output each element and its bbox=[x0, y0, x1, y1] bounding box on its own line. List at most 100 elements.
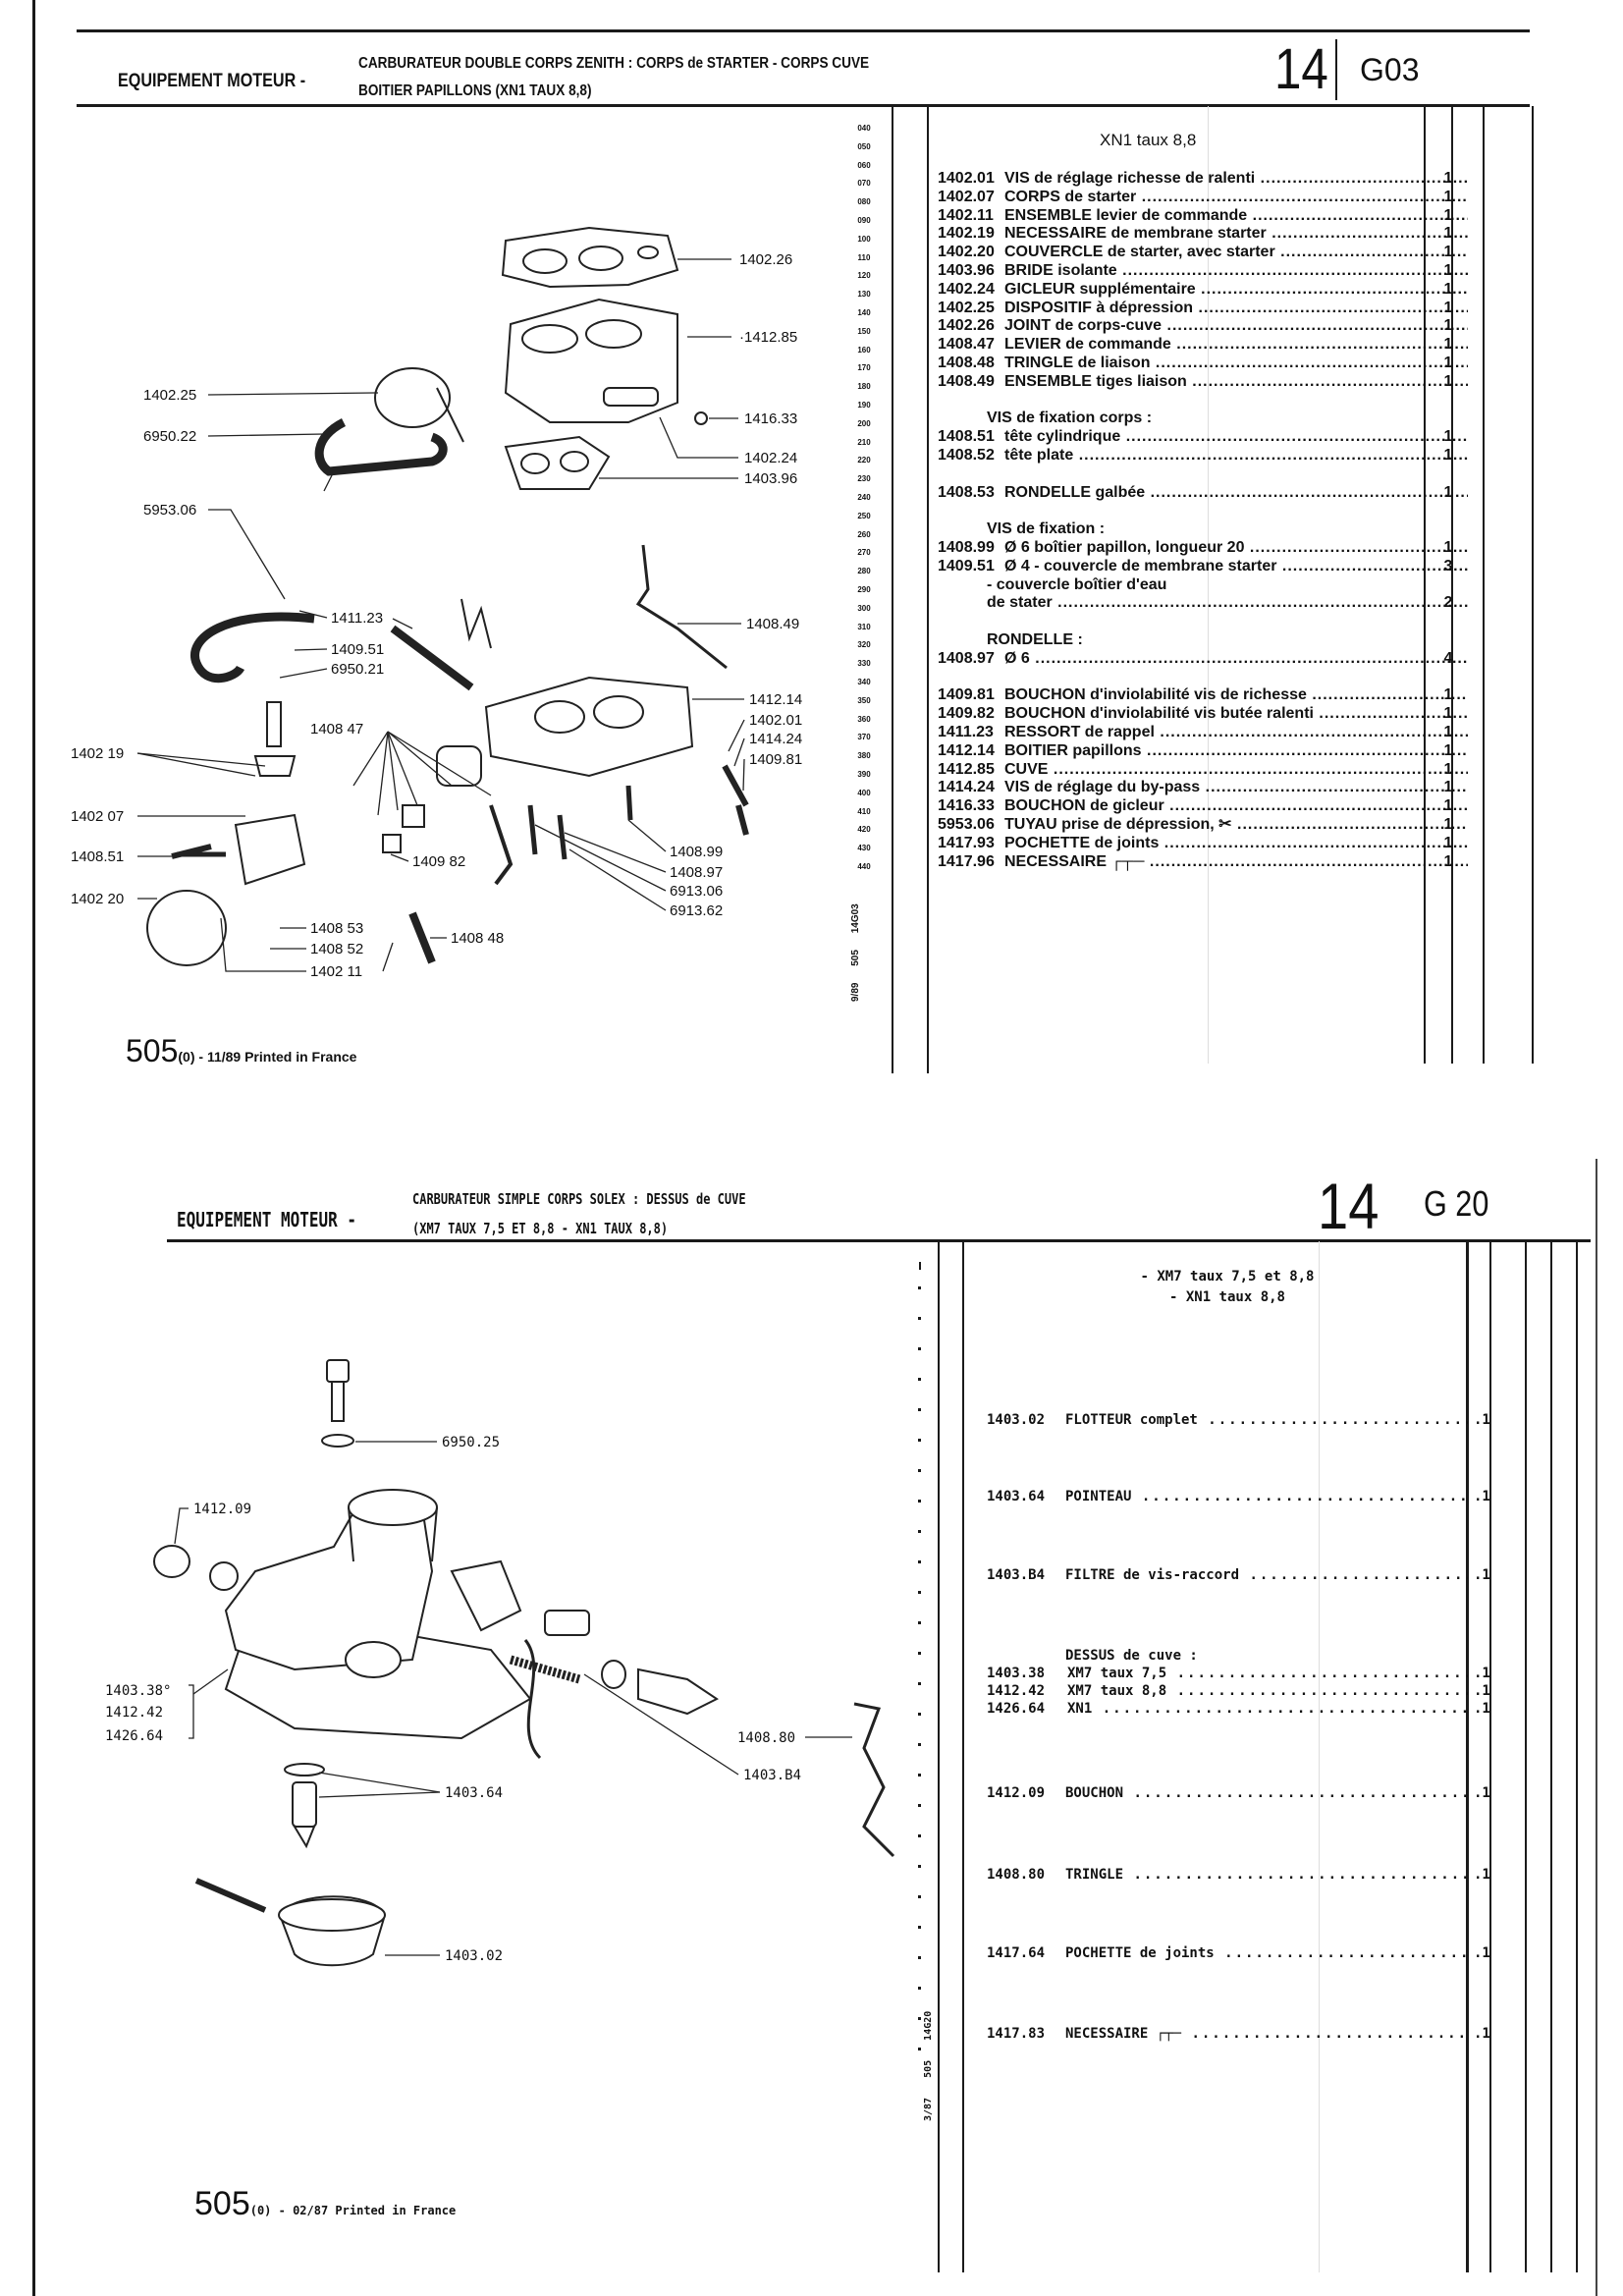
quantity: 1 bbox=[1443, 816, 1453, 833]
column-line bbox=[962, 1241, 964, 2272]
bouchon bbox=[153, 1545, 190, 1578]
header-rule bbox=[77, 104, 1530, 107]
line-number: 320 bbox=[857, 640, 871, 650]
list-item: de stater2 bbox=[938, 593, 1468, 612]
part-number: 1408.53 bbox=[938, 483, 995, 501]
part-description: BOUCHON de gicleur bbox=[1004, 796, 1468, 815]
footer-model: 505 bbox=[126, 1033, 179, 1068]
quantity: .1 bbox=[1474, 1945, 1490, 1961]
callout-label: 1412.09 bbox=[193, 1502, 251, 1517]
quantity: 3 bbox=[1443, 557, 1453, 574]
line-number: 310 bbox=[857, 622, 871, 631]
part-number: 1412.42 bbox=[987, 1683, 1046, 1699]
leader-line bbox=[377, 731, 389, 816]
column-line bbox=[1483, 106, 1485, 1064]
part-description: FILTRE de vis-raccord bbox=[1065, 1565, 1468, 1585]
callout-label: 1412.14 bbox=[749, 691, 802, 708]
part-number: 1411.23 bbox=[938, 724, 994, 740]
quantity: 1 bbox=[1443, 724, 1453, 740]
part-number: 5953.06 bbox=[938, 816, 995, 833]
line-marker bbox=[918, 1895, 921, 1898]
section-title-2: EQUIPEMENT MOTEUR - bbox=[177, 1208, 357, 1231]
line-number: 380 bbox=[857, 751, 871, 761]
quantity: 1 bbox=[1443, 760, 1453, 778]
part-number: 1414.24 bbox=[938, 779, 995, 796]
part-description: RONDELLE galbée bbox=[1004, 483, 1468, 502]
line-number: 250 bbox=[857, 511, 871, 520]
line-number: 340 bbox=[857, 678, 871, 686]
callout-label: 5953.06 bbox=[143, 502, 196, 519]
line-marker bbox=[918, 1926, 921, 1929]
line-number: 390 bbox=[857, 770, 871, 779]
part-description: DISPOSITIF à dépression bbox=[1004, 299, 1468, 317]
line-number: 350 bbox=[857, 695, 871, 705]
part-number: 1403.02 bbox=[987, 1412, 1046, 1428]
line-marker bbox=[918, 1713, 921, 1716]
part-description: POCHETTE de joints bbox=[1065, 1943, 1468, 1963]
page-edge-right bbox=[1596, 1159, 1597, 2296]
group-number: 14 bbox=[1274, 37, 1328, 101]
line-number: 230 bbox=[857, 474, 871, 484]
footer-2: 505(0) - 02/87 Printed in France bbox=[194, 2185, 456, 2223]
line-number: 040 bbox=[857, 124, 871, 133]
quantity: 1 bbox=[1443, 244, 1453, 261]
line-number: 280 bbox=[857, 567, 871, 576]
corps-de-starter bbox=[234, 813, 306, 886]
line-marker bbox=[918, 1317, 921, 1320]
part-number: 1408.80 bbox=[987, 1867, 1046, 1883]
part-number: 1403.38 bbox=[987, 1666, 1046, 1681]
line-number: 220 bbox=[857, 456, 871, 465]
part-description: Ø 4 - couvercle de membrane starter bbox=[1004, 557, 1468, 575]
column-line bbox=[1532, 106, 1534, 1064]
tuyau-depression bbox=[190, 612, 315, 683]
part-description: JOINT de corps-cuve bbox=[1004, 316, 1468, 335]
part-description: ENSEMBLE tiges liaison bbox=[1004, 372, 1468, 391]
leader-line bbox=[583, 1673, 739, 1776]
subtitle-line-2: BOITIER PAPILLONS (XN1 TAUX 8,8) bbox=[358, 82, 592, 99]
leader-line bbox=[659, 416, 738, 459]
callout-label: 1416.33 bbox=[744, 410, 797, 427]
column-line bbox=[938, 1241, 940, 2272]
header-divider bbox=[1335, 39, 1337, 100]
line-number: 260 bbox=[857, 529, 871, 539]
part-description: VIS de réglage du by-pass bbox=[1004, 778, 1468, 796]
part-description: NECESSAIRE ┌┬─ bbox=[1065, 2024, 1468, 2044]
footer-model-2: 505 bbox=[194, 2185, 250, 2222]
part-description: POCHETTE de joints bbox=[1004, 834, 1468, 852]
quantity: 1 bbox=[1443, 262, 1453, 279]
line-marker bbox=[918, 1743, 921, 1746]
callout-label: 1408 47 bbox=[310, 721, 363, 738]
quantity: 1 bbox=[1443, 428, 1453, 446]
quantity: 1 bbox=[1443, 206, 1453, 224]
callout-label: ·1412.85 bbox=[739, 329, 797, 346]
part-number: 1412.85 bbox=[938, 760, 995, 778]
page-edge bbox=[32, 0, 35, 2296]
part-number: 1408.52 bbox=[938, 447, 995, 464]
quantity: 1 bbox=[1443, 170, 1453, 187]
part-description: ENSEMBLE levier de commande bbox=[1004, 206, 1468, 225]
part-number: 1408.47 bbox=[938, 336, 995, 354]
line-marker bbox=[918, 2048, 921, 2050]
leader-line bbox=[279, 668, 328, 679]
callout-label: 1402.26 bbox=[739, 251, 792, 268]
line-marker bbox=[918, 1469, 921, 1472]
callout-label: 1409.81 bbox=[749, 751, 802, 768]
line-marker bbox=[918, 1560, 921, 1563]
part-description: XM7 taux 7,5 bbox=[1067, 1664, 1468, 1683]
quantity: .1 bbox=[1474, 1567, 1490, 1583]
section-title: EQUIPEMENT MOTEUR - bbox=[118, 71, 306, 91]
